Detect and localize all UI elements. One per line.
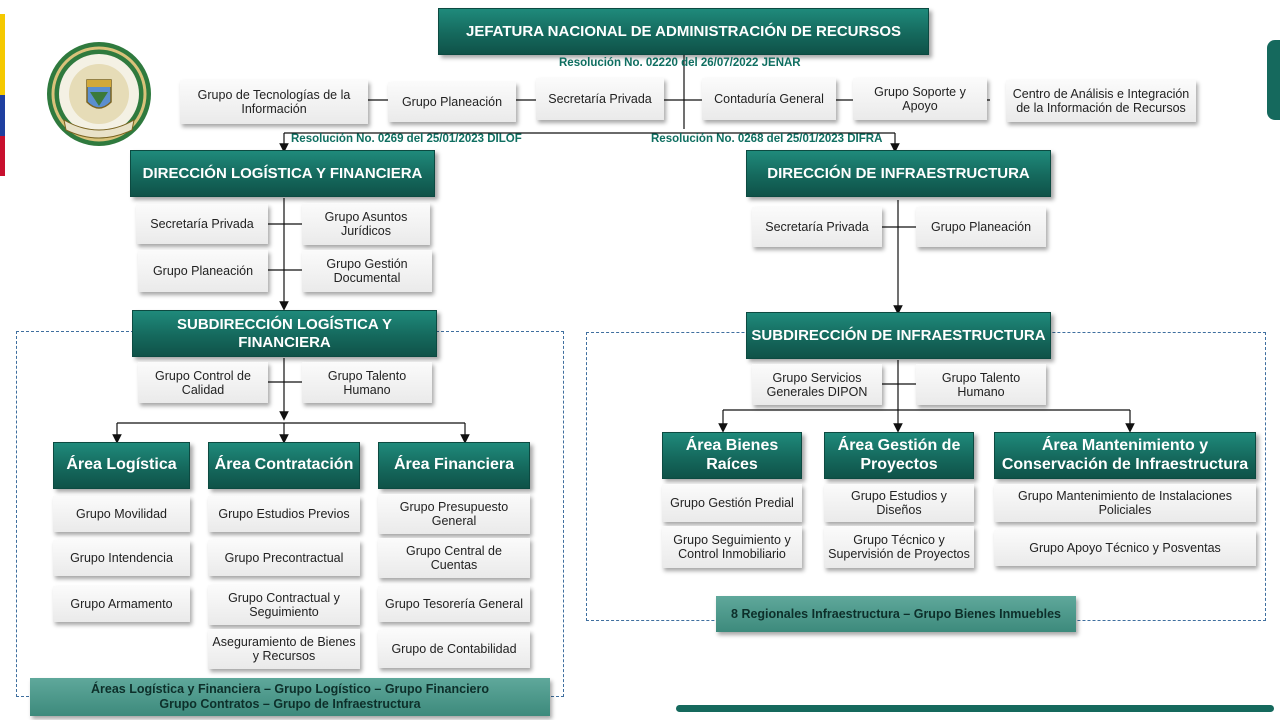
area-logistica-header: Área Logística — [53, 442, 190, 489]
area-contratacion-group-3: Grupo Contractual y Seguimiento — [208, 585, 360, 625]
top-group-planeacion: Grupo Planeación — [388, 82, 516, 122]
area-logistica-group-1: Grupo Movilidad — [53, 496, 190, 532]
area-contratacion-group-1: Grupo Estudios Previos — [208, 496, 360, 532]
area-financiera-header: Área Financiera — [378, 442, 530, 489]
log-group-secretaria: Secretaría Privada — [136, 204, 268, 244]
area-mantenimiento-group-1: Grupo Mantenimiento de Instalaciones Pol… — [994, 484, 1256, 522]
top-group-tecnologias: Grupo de Tecnologías de la Información — [180, 80, 368, 124]
area-contratacion-group-2: Grupo Precontractual — [208, 540, 360, 576]
area-logistica-group-2: Grupo Intendencia — [53, 540, 190, 576]
subdireccion-logistica-header: SUBDIRECCIÓN LOGÍSTICA Y FINANCIERA — [132, 310, 437, 357]
area-mantenimiento-header: Área Mantenimiento y Conservación de Inf… — [994, 432, 1256, 479]
logistica-footer-line1: Áreas Logística y Financiera – Grupo Log… — [90, 682, 489, 696]
log-sub-group-calidad: Grupo Control de Calidad — [138, 362, 268, 403]
infra-group-planeacion: Grupo Planeación — [916, 207, 1046, 247]
log-group-documental: Grupo Gestión Documental — [302, 250, 432, 292]
area-contratacion-group-4: Aseguramiento de Bienes y Recursos — [208, 629, 360, 669]
direccion-infra-header: DIRECCIÓN DE INFRAESTRUCTURA — [746, 150, 1051, 197]
log-group-planeacion: Grupo Planeación — [138, 250, 268, 292]
flag-strip — [0, 14, 5, 176]
bottom-accent-bar — [676, 705, 1274, 712]
top-group-secretaria: Secretaría Privada — [536, 78, 664, 120]
top-group-soporte: Grupo Soporte y Apoyo — [853, 78, 987, 120]
top-group-contaduria: Contaduría General — [702, 78, 836, 120]
top-group-centro-analisis: Centro de Análisis e Integración de la I… — [1006, 80, 1196, 122]
subdireccion-infra-header: SUBDIRECCIÓN DE INFRAESTRUCTURA — [746, 312, 1051, 359]
log-group-juridicos: Grupo Asuntos Jurídicos — [302, 203, 430, 245]
infra-resolution: Resolución No. 0268 del 25/01/2023 DIFRA — [651, 133, 883, 145]
logistica-resolution: Resolución No. 0269 del 25/01/2023 DILOF — [291, 133, 522, 145]
jefatura-resolution: Resolución No. 02220 del 26/07/2022 JENA… — [559, 57, 801, 69]
infra-sub-group-talento: Grupo Talento Humano — [916, 364, 1046, 405]
area-proyectos-group-2: Grupo Técnico y Supervisión de Proyectos — [824, 526, 974, 568]
log-sub-group-talento: Grupo Talento Humano — [302, 362, 432, 403]
area-financiera-group-2: Grupo Central de Cuentas — [378, 538, 530, 578]
area-proyectos-group-1: Grupo Estudios y Diseños — [824, 484, 974, 522]
infra-sub-group-dipon: Grupo Servicios Generales DIPON — [752, 364, 882, 405]
jefatura-header: JEFATURA NACIONAL DE ADMINISTRACIÓN DE R… — [438, 8, 929, 55]
area-contratacion-header: Área Contratación — [208, 442, 360, 489]
area-financiera-group-1: Grupo Presupuesto General — [378, 494, 530, 534]
area-bienes-raices-group-1: Grupo Gestión Predial — [662, 484, 802, 522]
right-edge-tab — [1267, 40, 1280, 120]
logistica-footer-line2: Grupo Contratos – Grupo de Infraestructu… — [159, 697, 421, 711]
area-financiera-group-3: Grupo Tesorería General — [378, 586, 530, 622]
area-mantenimiento-group-2: Grupo Apoyo Técnico y Posventas — [994, 530, 1256, 566]
area-logistica-group-3: Grupo Armamento — [53, 586, 190, 622]
area-proyectos-header: Área Gestión de Proyectos — [824, 432, 974, 479]
area-bienes-raices-header: Área Bienes Raíces — [662, 432, 802, 479]
police-seal-logo — [47, 42, 151, 146]
infra-group-secretaria: Secretaría Privada — [752, 207, 882, 247]
area-financiera-group-4: Grupo de Contabilidad — [378, 630, 530, 668]
infra-footer-band: 8 Regionales Infraestructura – Grupo Bie… — [716, 596, 1076, 632]
direccion-logistica-header: DIRECCIÓN LOGÍSTICA Y FINANCIERA — [130, 150, 435, 197]
logistica-footer-band: Áreas Logística y Financiera – Grupo Log… — [30, 678, 550, 716]
area-bienes-raices-group-2: Grupo Seguimiento y Control Inmobiliario — [662, 526, 802, 568]
